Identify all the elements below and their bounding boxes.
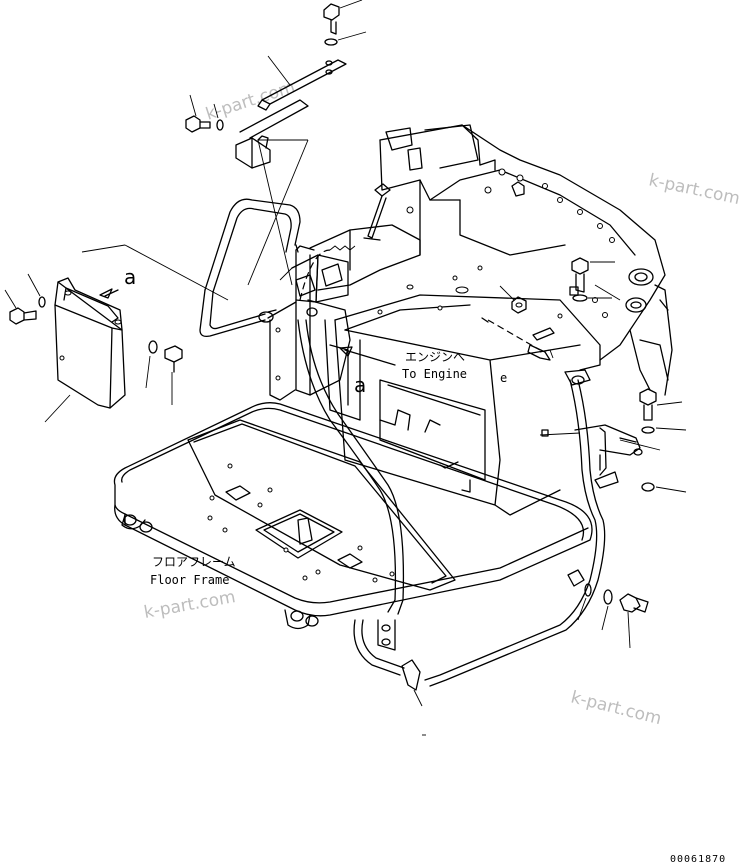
right-cable [353, 369, 619, 736]
upper-left-bolt [185, 94, 224, 133]
label-floor-en: Floor Frame [150, 573, 229, 587]
label-engine-jp: エンジンへ [405, 350, 465, 364]
console-box: a e [334, 265, 601, 516]
drawing-code: 00061870 [670, 854, 726, 865]
left-panel [267, 301, 297, 401]
right-bracket [539, 388, 687, 493]
engine-cable [297, 249, 554, 615]
lock-lever-assembly [279, 183, 421, 421]
floor-frame [113, 402, 593, 651]
ref-a-console: a [354, 373, 366, 397]
text-labels: エンジンへ To Engine フロアフレーム Floor Frame [150, 350, 467, 587]
label-engine-en: To Engine [402, 367, 467, 381]
top-bracket-assembly [235, 0, 367, 169]
handrail [199, 198, 301, 338]
upper-frame-structure [379, 124, 673, 396]
ref-e-console: e [500, 371, 507, 385]
side-cover: a [44, 244, 229, 423]
watermark-mid-left: k-part.com [142, 587, 237, 623]
label-floor-jp: フロアフレーム [152, 555, 236, 569]
ref-a-cover: a [124, 265, 136, 289]
cover-bolts-left [4, 273, 183, 405]
right-top-bolt [571, 257, 621, 302]
watermark-top-right: k-part.com [647, 170, 742, 209]
lower-right-bolt [577, 583, 649, 649]
watermark-bottom-right: k-part.com [569, 687, 664, 729]
